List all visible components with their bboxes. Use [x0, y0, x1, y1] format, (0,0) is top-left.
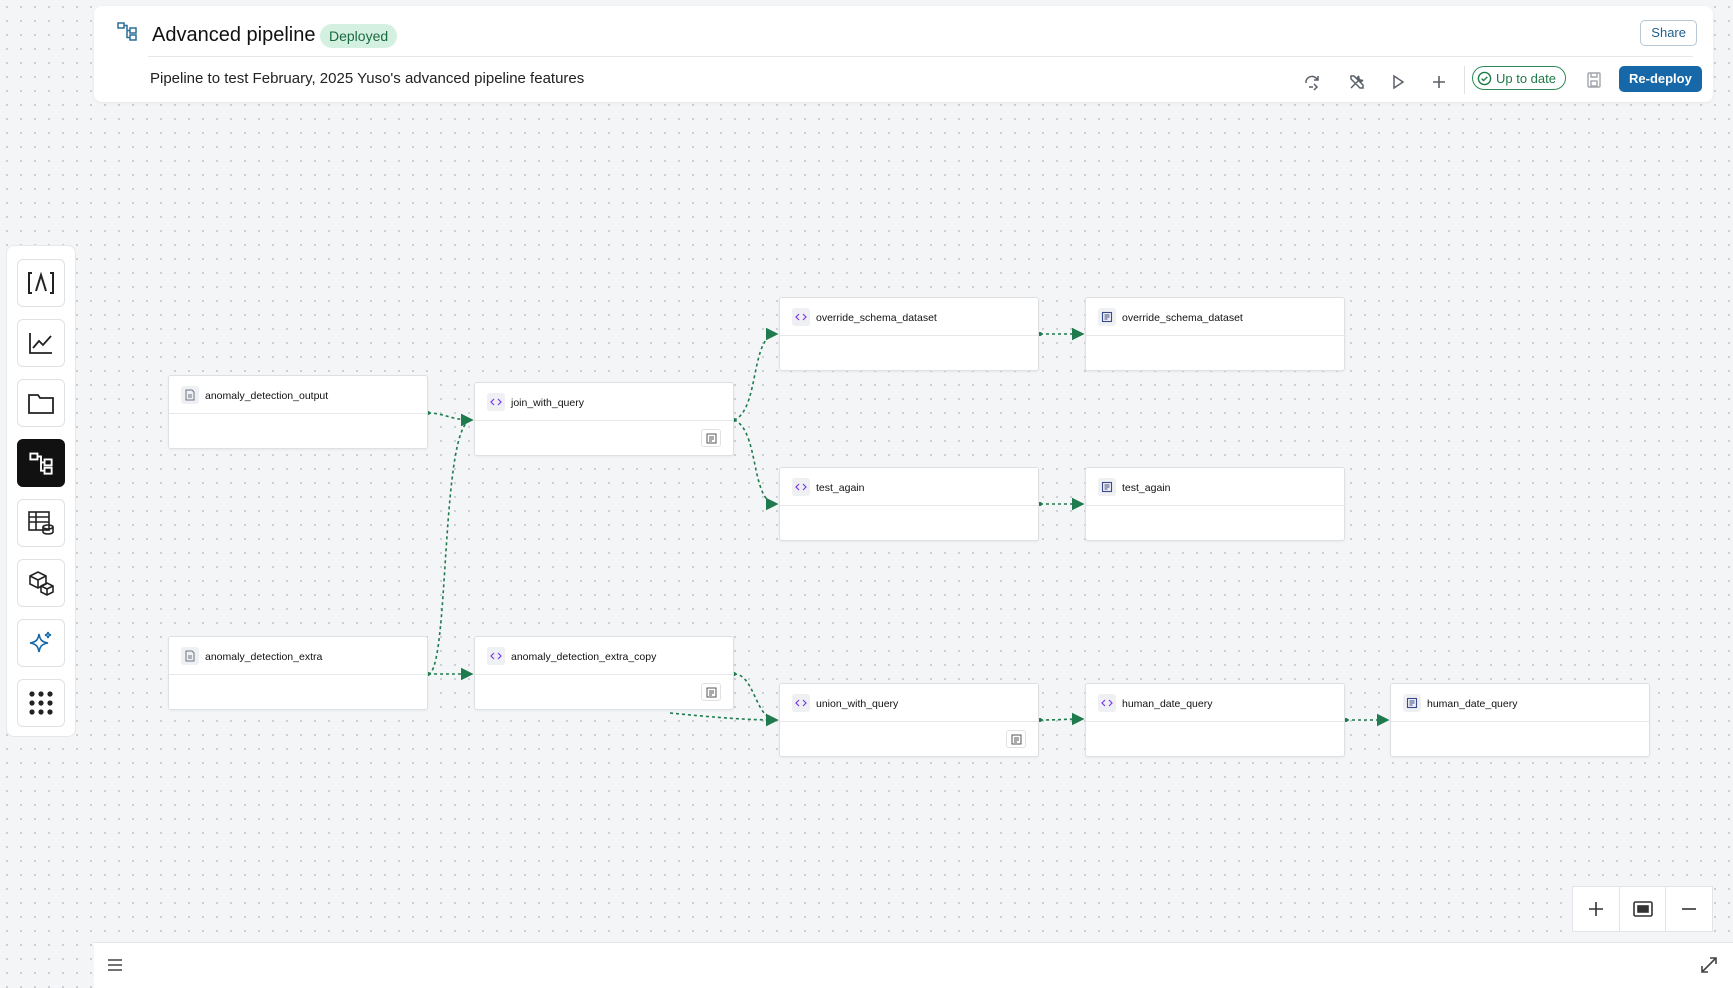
- pipeline-description: Pipeline to test February, 2025 Yuso's a…: [150, 70, 585, 87]
- cubes-icon: [27, 569, 55, 597]
- node-label: anomaly_detection_extra: [205, 651, 323, 663]
- pipeline-node[interactable]: override_schema_dataset: [1085, 297, 1345, 371]
- pipeline-node[interactable]: test_again: [1085, 467, 1345, 541]
- sidebar-item-pipelines[interactable]: [17, 439, 65, 487]
- zoom-out-button[interactable]: [1666, 887, 1712, 931]
- toolbar-divider: [1464, 66, 1465, 94]
- tools-icon[interactable]: [1345, 70, 1369, 94]
- table-database-icon: [27, 509, 55, 537]
- status-badge: Deployed: [320, 24, 398, 48]
- folder-icon: [27, 391, 55, 415]
- dataset-icon: [181, 386, 199, 404]
- expand-icon[interactable]: [1699, 955, 1719, 975]
- node-header: override_schema_dataset: [1086, 298, 1344, 336]
- pipeline-node[interactable]: test_again: [779, 467, 1039, 541]
- node-label: test_again: [816, 482, 865, 494]
- sparkle-icon: [28, 630, 54, 656]
- pipeline-icon: [116, 20, 138, 42]
- left-sidebar: [6, 245, 76, 737]
- node-label: test_again: [1122, 482, 1171, 494]
- code-icon: [792, 308, 810, 326]
- node-header: override_schema_dataset: [780, 298, 1038, 336]
- chart-icon: [27, 330, 55, 356]
- run-icon[interactable]: [1386, 70, 1410, 94]
- code-icon: [487, 647, 505, 665]
- edge: [733, 419, 779, 511]
- edge: [427, 412, 474, 427]
- pipeline-node[interactable]: human_date_query: [1390, 683, 1650, 757]
- node-label: union_with_query: [816, 698, 899, 710]
- node-label: anomaly_detection_output: [205, 390, 329, 402]
- edge: [733, 327, 779, 421]
- lambda-icon: [27, 270, 55, 296]
- plus-icon: [1588, 901, 1604, 917]
- sidebar-item-ai[interactable]: [17, 619, 65, 667]
- node-header: anomaly_detection_extra_copy: [475, 637, 733, 675]
- sidebar-item-apps[interactable]: [17, 679, 65, 727]
- output-dataset-icon: [1098, 478, 1116, 496]
- menu-icon[interactable]: [106, 957, 126, 975]
- materialized-view-icon[interactable]: [701, 429, 721, 447]
- save-icon[interactable]: [1582, 68, 1606, 92]
- minus-icon: [1681, 901, 1697, 917]
- node-label: human_date_query: [1427, 698, 1518, 710]
- header-divider: [148, 56, 1693, 57]
- code-icon: [792, 478, 810, 496]
- edge: [733, 673, 779, 727]
- share-button[interactable]: Share: [1640, 20, 1697, 46]
- pipeline-icon: [27, 450, 55, 476]
- pipeline-header: Advanced pipeline Deployed Share Pipelin…: [94, 6, 1713, 102]
- bottom-panel-bar: [94, 942, 1733, 988]
- edge: [427, 413, 474, 675]
- node-header: union_with_query: [780, 684, 1038, 722]
- node-header: test_again: [1086, 468, 1344, 506]
- pipeline-node[interactable]: anomaly_detection_extra_copy: [474, 636, 734, 710]
- redeploy-button[interactable]: Re-deploy: [1619, 66, 1702, 92]
- sync-icon[interactable]: [1300, 70, 1324, 94]
- node-label: human_date_query: [1122, 698, 1213, 710]
- node-label: override_schema_dataset: [1122, 312, 1243, 324]
- add-icon[interactable]: [1427, 70, 1451, 94]
- sync-status-label: Up to date: [1496, 70, 1556, 86]
- output-dataset-icon: [1403, 694, 1421, 712]
- node-label: anomaly_detection_extra_copy: [511, 651, 657, 663]
- page-title: Advanced pipeline: [152, 24, 316, 46]
- dataset-icon: [181, 647, 199, 665]
- node-header: anomaly_detection_extra: [169, 637, 427, 675]
- sidebar-item-charts[interactable]: [17, 319, 65, 367]
- pipeline-node[interactable]: anomaly_detection_output: [168, 375, 428, 449]
- node-header: anomaly_detection_output: [169, 376, 427, 414]
- sidebar-item-files[interactable]: [17, 379, 65, 427]
- node-header: human_date_query: [1391, 684, 1649, 722]
- materialized-view-icon[interactable]: [701, 683, 721, 701]
- sidebar-item-lambda[interactable]: [17, 259, 65, 307]
- pipeline-node[interactable]: override_schema_dataset: [779, 297, 1039, 371]
- node-label: override_schema_dataset: [816, 312, 937, 324]
- output-dataset-icon: [1098, 308, 1116, 326]
- code-icon: [1098, 694, 1116, 712]
- check-circle-icon: [1477, 71, 1492, 86]
- pipeline-node[interactable]: anomaly_detection_extra: [168, 636, 428, 710]
- materialized-view-icon[interactable]: [1006, 730, 1026, 748]
- sync-status-badge: Up to date: [1472, 66, 1566, 90]
- node-header: test_again: [780, 468, 1038, 506]
- pipeline-node[interactable]: join_with_query: [474, 382, 734, 456]
- pipeline-node[interactable]: human_date_query: [1085, 683, 1345, 757]
- node-label: join_with_query: [511, 397, 584, 409]
- fit-view-icon: [1632, 901, 1653, 917]
- edge: [1039, 712, 1085, 726]
- sidebar-item-tables[interactable]: [17, 499, 65, 547]
- code-icon: [487, 393, 505, 411]
- fit-view-button[interactable]: [1620, 887, 1667, 931]
- node-header: join_with_query: [475, 383, 733, 421]
- pipeline-node[interactable]: union_with_query: [779, 683, 1039, 757]
- apps-grid-icon: [28, 690, 54, 716]
- node-header: human_date_query: [1086, 684, 1344, 722]
- sidebar-item-models[interactable]: [17, 559, 65, 607]
- zoom-controls: [1572, 886, 1713, 932]
- code-icon: [792, 694, 810, 712]
- zoom-in-button[interactable]: [1573, 887, 1620, 931]
- edge: [669, 712, 779, 727]
